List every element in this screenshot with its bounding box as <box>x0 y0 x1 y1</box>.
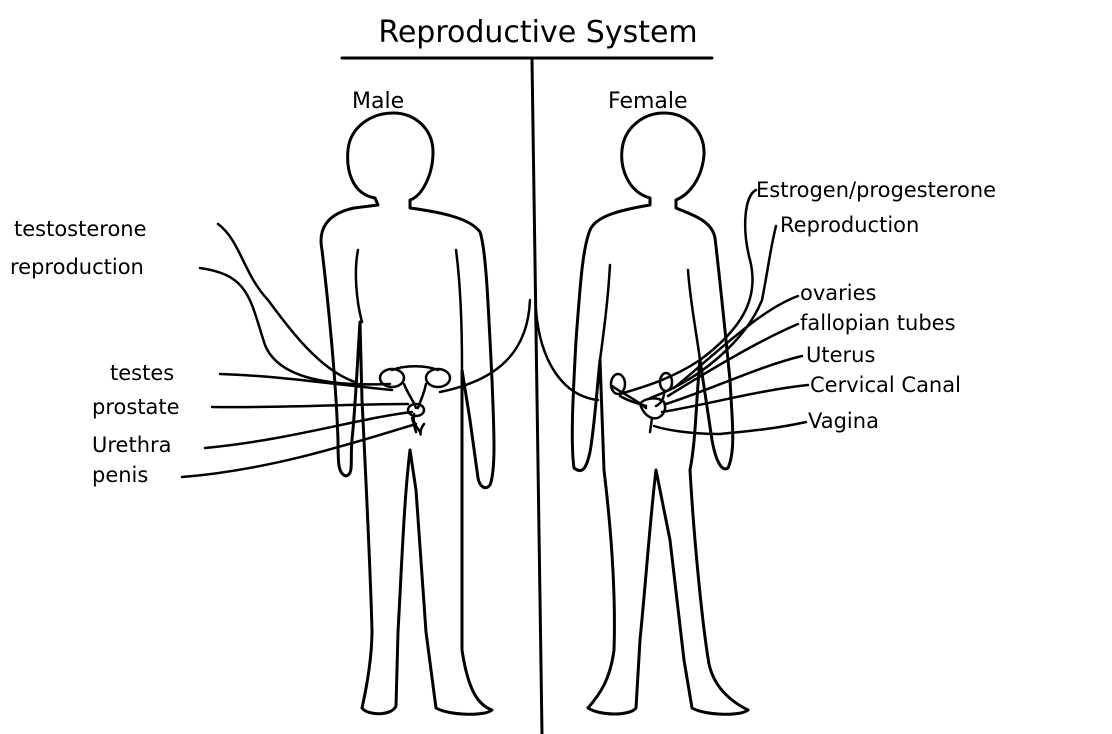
male-leader-penis <box>182 424 416 477</box>
male-label-prostate: prostate <box>92 395 180 419</box>
male-label-testes: testes <box>110 361 174 385</box>
female-heading: Female <box>608 89 688 114</box>
diagram-title: Reproductive System <box>378 15 697 50</box>
female-leader-fallopian-tubes <box>668 324 798 396</box>
female-hormone-line-2: Reproduction <box>780 213 919 237</box>
male-leader-prostate <box>212 404 408 407</box>
male-heading: Male <box>352 89 404 114</box>
male-label-urethra: Urethra <box>92 433 172 457</box>
female-label-fallopian-tubes: fallopian tubes <box>800 311 956 335</box>
male-label-penis: penis <box>92 463 148 487</box>
male-hormone-line-2: reproduction <box>10 255 144 279</box>
center-divider <box>532 60 542 734</box>
female-label-uterus: Uterus <box>806 343 875 367</box>
female-center-curve <box>536 310 598 400</box>
male-leader-urethra <box>205 412 412 448</box>
female-label-vagina: Vagina <box>808 409 879 433</box>
female-hormone-leader-1 <box>620 190 756 394</box>
female-body-outline <box>572 113 748 714</box>
female-organs <box>611 373 672 432</box>
female-label-ovaries: ovaries <box>800 281 876 305</box>
female-label-cervical-canal: Cervical Canal <box>810 373 961 397</box>
female-hormone-leader-2 <box>650 226 776 398</box>
male-center-curve <box>440 300 530 392</box>
male-hormone-line-1: testosterone <box>14 217 147 241</box>
female-hormone-line-1: Estrogen/progesterone <box>756 178 996 202</box>
female-leader-vagina <box>654 422 806 434</box>
